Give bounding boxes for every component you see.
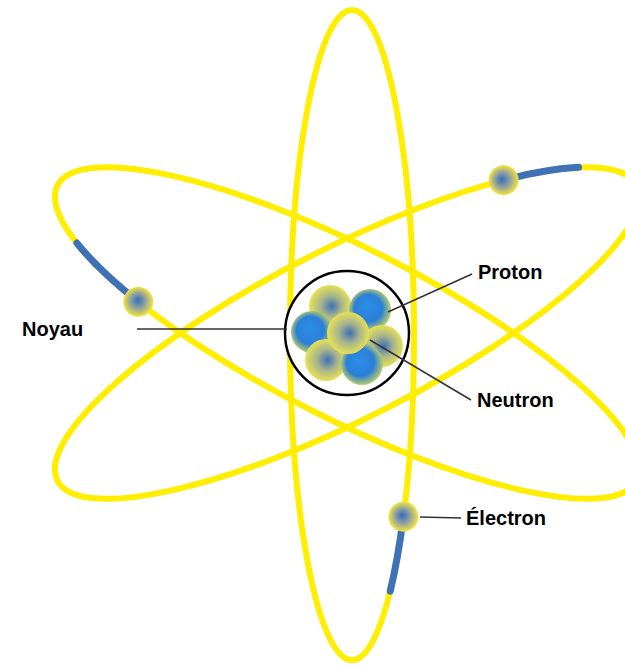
part-label: Électron [464,506,548,530]
leader-line [137,274,472,518]
orbit [290,10,414,660]
part-label: Neutron [475,388,556,412]
nucleus-particles [291,285,403,385]
part-label: Noyau [20,317,85,341]
nucleus-circle [285,271,409,395]
orbit [19,110,625,557]
orbit [19,110,625,557]
electron [388,502,418,591]
electron [483,134,578,207]
electron [59,243,163,322]
part-label: Proton [476,260,544,284]
